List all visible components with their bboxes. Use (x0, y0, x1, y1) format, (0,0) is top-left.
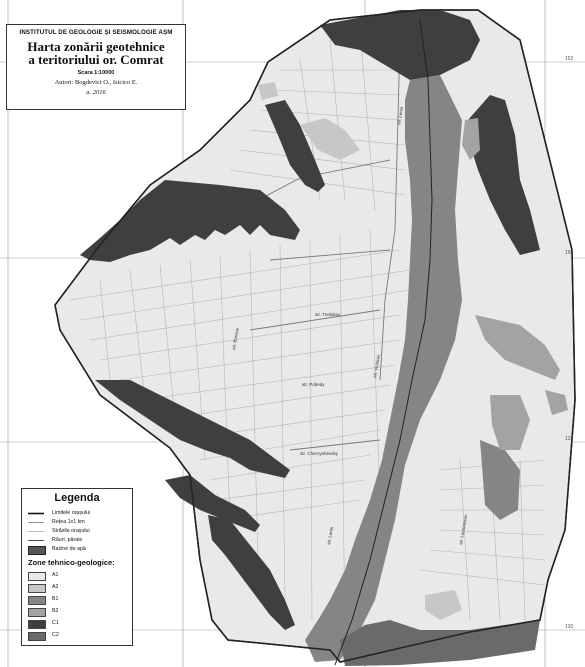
zone-c2 (340, 620, 540, 666)
legend-item-streets: Străzile orașului (28, 527, 132, 536)
legend-label: Rețea 1x1 km (52, 519, 85, 525)
map-title-line-1: Harta zonării geotehnice (27, 39, 165, 54)
street-label-pobedy: str. Pobedy (302, 382, 325, 387)
map-scale: Scara 1:10000 (77, 70, 115, 76)
map-title-line-2: a teritoriului or. Comrat (28, 52, 164, 67)
grid-label: 150 (565, 250, 574, 256)
zone-swatch (28, 572, 46, 581)
legend-label: C2 (52, 632, 59, 638)
boundary-line-icon (28, 512, 44, 515)
legend-label: A2 (52, 584, 59, 590)
map-title: Harta zonării geotehnice a teritoriului … (7, 40, 185, 66)
zone-swatch (28, 620, 46, 629)
street-label-lenin-south: str. Lenin (326, 526, 334, 545)
legend-zone-c1: C1 (28, 619, 132, 629)
grid-label: 128 (565, 436, 574, 442)
map-year: a. 2016 (86, 89, 106, 96)
legend-zone-b1: B1 (28, 595, 132, 605)
street-label-borisov: str. Borisov (231, 327, 240, 351)
zone-b2 (462, 118, 568, 450)
street-line-icon (28, 531, 44, 532)
legend: Legenda Limitele orașului Rețea 1x1 km S… (21, 488, 133, 646)
zone-swatch (28, 596, 46, 605)
zone-swatch (28, 584, 46, 593)
street-label-lomonosov: str. Lomonosov (458, 514, 468, 546)
legend-label: Bazine de apă (52, 546, 86, 552)
legend-label: Limitele orașului (52, 510, 91, 516)
legend-zone-b2: B2 (28, 607, 132, 617)
legend-item-water: Bazine de apă (28, 545, 132, 555)
zone-a2 (258, 82, 462, 620)
street-label-victoriei: str. Victoriei (372, 354, 381, 378)
legend-label: B1 (52, 596, 59, 602)
street-label-chernyshevsky: str. Chernyshevsky (300, 451, 339, 456)
grid-label: 120 (565, 624, 574, 630)
water-fill-icon (28, 546, 46, 555)
zone-swatch (28, 608, 46, 617)
legend-item-grid: Rețea 1x1 km (28, 518, 132, 527)
legend-label: Străzile orașului (52, 528, 90, 534)
legend-zone-a1: A1 (28, 571, 132, 581)
zone-c1 (80, 10, 540, 630)
institute-name: INSTITUTUL DE GEOLOGIE ȘI SEISMOLOGIE AȘ… (19, 29, 173, 36)
legend-label: C1 (52, 620, 59, 626)
street-label-tretiakov: str. Tretiakov (315, 312, 341, 317)
street-label-lenin-north: str. Lenin (396, 106, 404, 125)
legend-zone-a2: A2 (28, 583, 132, 593)
legend-zones-title: Zone tehnico-geologice: (28, 558, 115, 567)
legend-zone-c2: C2 (28, 631, 132, 641)
zone-b1-valley (305, 75, 462, 662)
grid-label: 152 (565, 56, 574, 62)
river (334, 19, 433, 666)
zone-swatch (28, 632, 46, 641)
legend-title: Legenda (54, 492, 100, 504)
river-line-icon (28, 540, 44, 541)
map-authors: Autori: Bogdevici O., Isicico E. (54, 79, 138, 86)
city-boundary (54, 9, 576, 663)
legend-item-rivers: Râuri, pâraie (28, 536, 132, 545)
map-title-block: INSTITUTUL DE GEOLOGIE ȘI SEISMOLOGIE AȘ… (6, 24, 186, 110)
grid-line-icon (28, 522, 44, 523)
legend-item-boundary: Limitele orașului (28, 509, 132, 518)
legend-label: A1 (52, 572, 59, 578)
zone-b1-east (480, 440, 520, 520)
legend-label: Râuri, pâraie (52, 537, 83, 543)
legend-label: B2 (52, 608, 59, 614)
